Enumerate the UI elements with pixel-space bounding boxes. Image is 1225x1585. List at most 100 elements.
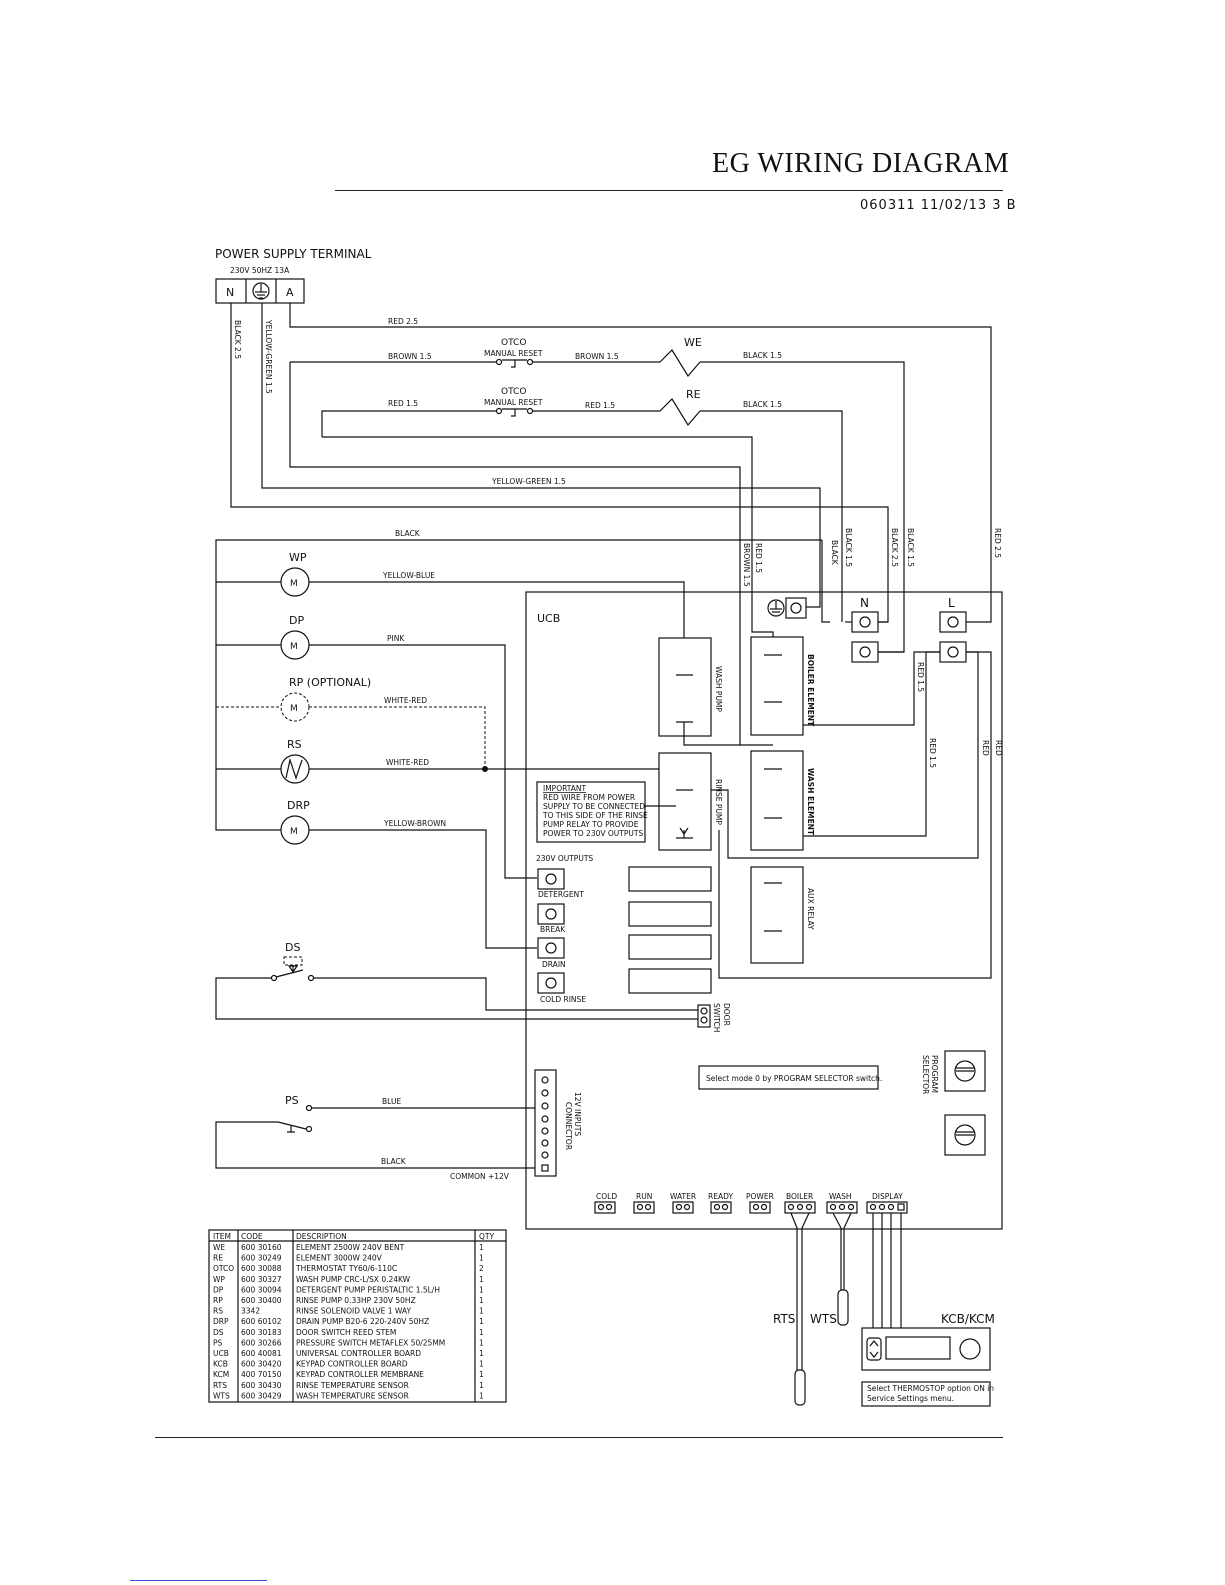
bom-cell-description: DRAIN PUMP B20-6 220-240V 50HZ	[296, 1317, 429, 1326]
wire-label-red-l1: RED 1.5	[916, 662, 925, 692]
bom-cell-qty: 1	[479, 1370, 484, 1379]
aux-relay-label: AUX RELAY	[806, 888, 815, 930]
ucb-live-label: L	[948, 596, 955, 610]
connector-label: READY	[708, 1192, 733, 1201]
bom-cell-description: DOOR SWITCH REED STEM	[296, 1328, 396, 1337]
bom-cell-qty: 1	[479, 1381, 484, 1390]
bom-cell-item: RE	[213, 1254, 223, 1263]
wire-label-brown-1: BROWN 1.5	[388, 352, 432, 361]
ds-label: DS	[285, 941, 300, 954]
footer-link-underline	[130, 1580, 267, 1581]
important-note	[536, 781, 646, 843]
wire-black-2-5	[230, 303, 889, 623]
bottom-connector-wash: WASH	[826, 1192, 858, 1214]
boiler-element-relay	[750, 636, 804, 736]
ps-label: PS	[285, 1094, 299, 1107]
wash-pump-relay-label: WASH PUMP	[714, 666, 723, 712]
wire-label-yellow-green: YELLOW-GREEN 1.5	[264, 319, 273, 394]
otco2-label: OTCO	[501, 387, 526, 397]
wire-black-common	[215, 539, 409, 831]
ucb-title: UCB	[537, 612, 560, 625]
bom-cell-description: KEYPAD CONTROLLER MEMBRANE	[296, 1370, 424, 1379]
bom-cell-item: DRP	[213, 1317, 229, 1326]
bom-cell-qty: 1	[479, 1307, 484, 1316]
bom-cell-code: 600 30088	[241, 1264, 282, 1273]
wire-label-black-2-5: BLACK 2.5	[233, 320, 242, 359]
keypad-power-button[interactable]	[959, 1338, 981, 1360]
keypad-controller	[861, 1327, 991, 1371]
earth-icon	[252, 282, 270, 300]
wire-label-red-l2: RED 1.5	[928, 738, 937, 768]
bom-cell-item: UCB	[213, 1349, 229, 1358]
bom-cell-code: 600 30094	[241, 1285, 282, 1294]
aux-relay	[750, 866, 804, 964]
rinse-pump-relay-label: RINSE PUMP	[714, 779, 723, 825]
bom-cell-description: WASH TEMPERATURE SENSOR	[296, 1391, 409, 1400]
ucb-outline	[525, 591, 1003, 1230]
inputs-connector-label: CONNECTOR	[564, 1102, 573, 1150]
wire-pink	[309, 644, 537, 879]
wire-door-2	[313, 977, 698, 1011]
ucb-board: UCB N L RE	[525, 591, 1003, 1230]
wire-label-red-2-5: RED 2.5	[388, 317, 418, 326]
wire-label-brown-wash: BROWN 1.5	[742, 543, 751, 587]
important-line: TO THIS SIDE OF THE RINSE	[542, 811, 648, 820]
output-label: COLD RINSE	[540, 995, 586, 1004]
bom-cell-code: 600 30430	[241, 1381, 282, 1390]
bom-cell-qty: 1	[479, 1243, 484, 1252]
wire-label-black-2-5-vertical: BLACK 2.5	[890, 528, 899, 567]
bom-cell-qty: 1	[479, 1328, 484, 1337]
bom-header-qty: QTY	[479, 1232, 494, 1241]
footer-rule	[155, 1437, 1003, 1438]
bom-cell-description: PRESSURE SWITCH METAFLEX 50/25MM	[296, 1338, 445, 1347]
connector-label: POWER	[746, 1192, 774, 1201]
otco1-thermostat	[495, 358, 534, 368]
wire-label-yellow-brown: YELLOW-BROWN	[383, 819, 446, 828]
wash-temperature-sensor-icon	[837, 1289, 849, 1326]
bom-cell-qty: 1	[479, 1254, 484, 1263]
output-label: BREAK	[540, 925, 566, 934]
wire-label-blue: BLUE	[382, 1097, 401, 1106]
junction-dot	[482, 766, 488, 772]
keypad-arrows-icon[interactable]	[866, 1337, 882, 1361]
outputs-title: 230V OUTPUTS	[536, 854, 593, 863]
wire-label-yellow-blue: YELLOW-BLUE	[382, 571, 435, 580]
bottom-connector-run: RUN	[633, 1192, 655, 1214]
otco2-reset-label: MANUAL RESET	[484, 398, 543, 407]
bom-cell-description: RINSE PUMP 0.33HP 230V 50HZ	[296, 1296, 416, 1305]
page-title: EG WIRING DIAGRAM	[712, 148, 1010, 179]
wire-label-black-we-vertical: BLACK 1.5	[906, 528, 915, 567]
bom-cell-description: THERMOSTAT TY60/6-110C	[295, 1264, 397, 1273]
wire-label-red-rinse-1: RED	[981, 740, 990, 756]
neutral-terminal-block	[845, 611, 904, 663]
wire-label-black-we: BLACK 1.5	[743, 351, 782, 360]
program-selector-knob[interactable]	[944, 1050, 986, 1092]
header-rule	[335, 190, 1003, 191]
wire-label-red-1: RED 1.5	[388, 399, 418, 408]
bom-cell-qty: 1	[479, 1296, 484, 1305]
important-line: SUPPLY TO BE CONNECTED	[543, 802, 645, 811]
wire-label-black-neutral: BLACK	[830, 540, 839, 566]
supply-rating: 230V 50HZ 13A	[230, 266, 290, 275]
second-selector-knob[interactable]	[944, 1114, 986, 1156]
rinse-pump-relay	[658, 752, 712, 851]
connector-label: BOILER	[786, 1192, 813, 1201]
bom-cell-item: WE	[213, 1243, 225, 1252]
bom-cell-item: WP	[213, 1275, 225, 1284]
door-switch-label: DOOR	[722, 1003, 731, 1026]
bom-cell-description: WASH PUMP CRC-L/SX 0.24KW	[296, 1275, 411, 1284]
bottom-connector-power: POWER	[746, 1192, 774, 1214]
rinse-temperature-sensor-icon	[794, 1369, 806, 1406]
output-drain: DRAIN	[537, 937, 566, 969]
door-switch-circuit: DS	[215, 941, 698, 1020]
wire-label-white-red-2: WHITE-RED	[386, 758, 429, 767]
ucb-neutral-label: N	[860, 596, 869, 610]
important-line: RED WIRE FROM POWER	[543, 793, 635, 802]
bom-cell-item: KCM	[213, 1370, 229, 1379]
bom-cell-code: 400 70150	[241, 1370, 282, 1379]
wash-pump-relay	[658, 637, 712, 737]
wire-black-ps	[215, 1121, 541, 1169]
element-we-icon	[659, 349, 701, 378]
boiler-element-label: BOILER ELEMENT	[806, 654, 815, 727]
